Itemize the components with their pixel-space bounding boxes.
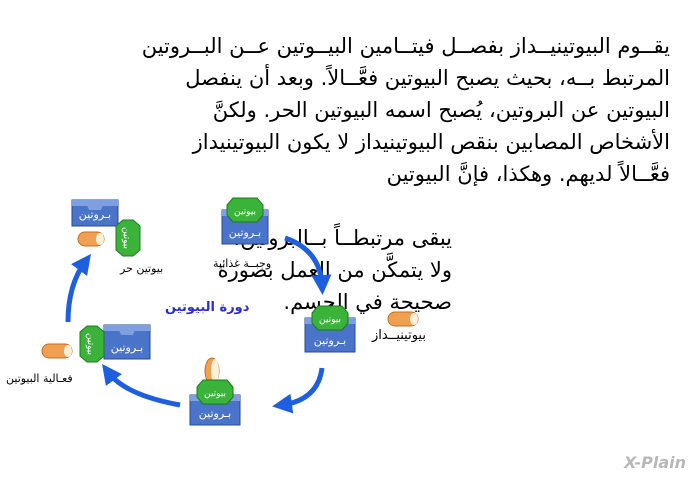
biotin-tag-shape bbox=[311, 305, 349, 331]
paragraph-line: الأشخاص المصابين بنقص البيوتينيداز لا يك… bbox=[192, 130, 670, 154]
biotin-tag-label: بيوتين bbox=[85, 333, 95, 355]
biotin-activity-label: فعـالية البيوتين bbox=[6, 372, 73, 385]
biotin-tag-label: بيوتين bbox=[234, 207, 256, 217]
biotin-tag-label: بيوتين bbox=[121, 227, 131, 249]
biotin-tag-shape bbox=[79, 325, 105, 363]
protein-label: بـروتين bbox=[314, 334, 346, 347]
biotinidase-label: بيوتينيــداز bbox=[372, 328, 426, 343]
paragraph-line: ولا يتمكَّن من العمل بصورة bbox=[217, 258, 452, 282]
protein-label: بـروتين bbox=[111, 341, 143, 354]
biotin-tag: بيوتين bbox=[79, 325, 105, 363]
paragraph-line: يبقى مرتبطــاً بــالبروتين، bbox=[233, 226, 452, 250]
paragraph-line: البيوتين عن البروتين، يُصبح اسمه البيوتي… bbox=[212, 98, 670, 122]
paragraph-line: فعَّــالاً لديهم. وهكذا، فإنَّ البيوتين bbox=[386, 162, 670, 186]
cycle-title: دورة البيوتين bbox=[165, 300, 250, 315]
tail-paragraph: يبقى مرتبطــاً بــالبروتين، ولا يتمكَّن … bbox=[218, 222, 452, 318]
biotin-tag: بيوتين bbox=[311, 305, 349, 331]
xplain-watermark: X-Plain bbox=[624, 453, 686, 472]
cycle-arrow bbox=[272, 367, 325, 414]
biotin-tag-label: بيوتين bbox=[204, 389, 226, 399]
cycle-arrow bbox=[284, 235, 332, 295]
biotin-tag-label: بيوتين bbox=[319, 315, 341, 325]
enzyme-end bbox=[64, 345, 72, 357]
biotin-tag: بيوتين bbox=[226, 197, 264, 223]
cycle-arrow bbox=[65, 253, 91, 323]
paragraph-line: يقــوم البيوتينيــداز بفصــل فيتــامين ا… bbox=[141, 34, 670, 58]
enzyme-end bbox=[96, 233, 104, 245]
main-paragraph: يقــوم البيوتينيــداز بفصــل فيتــامين ا… bbox=[142, 30, 670, 190]
enzyme-end bbox=[211, 359, 219, 383]
free-biotin-label: بيوتين حر bbox=[120, 262, 164, 275]
protein-box-notch bbox=[117, 325, 137, 335]
biotin-tag-shape bbox=[226, 197, 264, 223]
protein-label: بـروتين bbox=[79, 208, 111, 221]
protein-box-notch bbox=[85, 200, 105, 210]
biotin-tag-shape bbox=[196, 379, 234, 405]
biotin-tag: بيوتين bbox=[196, 379, 234, 405]
cycle-arrow bbox=[102, 363, 181, 408]
biotin-tag: بيوتين bbox=[115, 219, 141, 257]
enzyme-end bbox=[410, 313, 418, 325]
biotin-tag-shape bbox=[115, 219, 141, 257]
meal-label: وجبــة غذائية bbox=[213, 257, 272, 270]
protein-label: بـروتين bbox=[229, 226, 261, 239]
protein-label: بـروتين bbox=[199, 407, 231, 420]
paragraph-line: المرتبط بــه، بحيث يصبح البيوتين فعَّــا… bbox=[185, 66, 670, 90]
